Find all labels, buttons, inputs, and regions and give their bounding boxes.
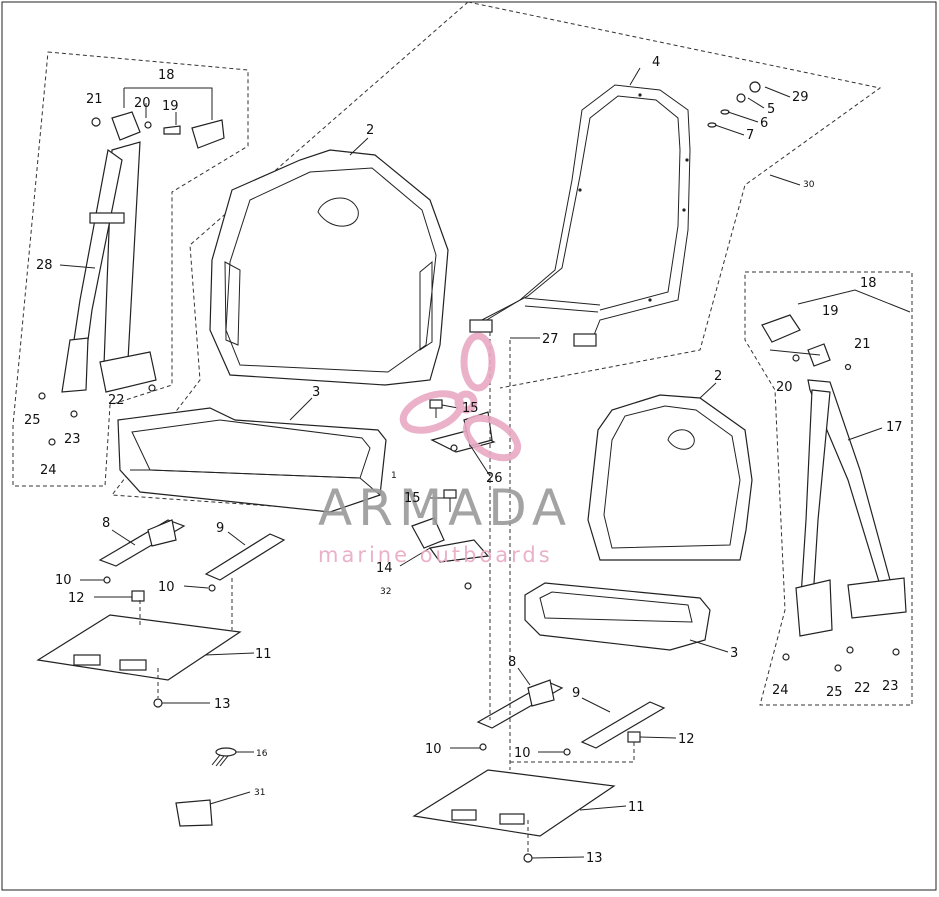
armada-propeller-logo xyxy=(399,332,522,462)
callout-19-left: 19 xyxy=(162,99,179,114)
callout-18-left: 18 xyxy=(158,68,175,83)
callout-27: 27 xyxy=(542,332,559,347)
callout-23-left: 23 xyxy=(64,432,81,447)
right-seat-belt xyxy=(761,314,907,672)
callout-5: 5 xyxy=(767,102,775,117)
callout-20-left: 20 xyxy=(134,96,151,111)
callout-26: 26 xyxy=(486,471,503,486)
callout-8-right: 8 xyxy=(508,655,516,670)
callout-4: 4 xyxy=(652,55,660,70)
callout-20-right: 20 xyxy=(776,380,793,395)
callout-11-right: 11 xyxy=(628,800,645,815)
callout-10-b: 10 xyxy=(158,580,175,595)
callout-1: 1 xyxy=(391,471,397,481)
callout-15-b: 15 xyxy=(404,491,421,506)
callout-2-left: 2 xyxy=(366,123,374,138)
seat-cushion-left xyxy=(117,407,387,513)
callout-31: 31 xyxy=(254,788,265,798)
callout-10-c: 10 xyxy=(425,742,442,757)
callout-12-right: 12 xyxy=(678,732,695,747)
callout-28: 28 xyxy=(36,258,53,273)
right-mounting xyxy=(412,679,666,863)
callout-24-right: 24 xyxy=(772,683,789,698)
callout-10-d: 10 xyxy=(514,746,531,761)
misc-parts xyxy=(175,747,237,827)
group-boundary-right-belt xyxy=(744,271,913,706)
callout-32: 32 xyxy=(380,587,391,597)
callout-24-left: 24 xyxy=(40,463,57,478)
callout-30: 30 xyxy=(803,180,815,190)
watermark-tagline: marine outboards xyxy=(318,543,553,567)
callout-3-right: 3 xyxy=(730,646,738,661)
seat-back-left xyxy=(209,149,449,386)
armada-watermark: ARMADA marine outboards xyxy=(318,332,572,567)
seat-back-frame xyxy=(469,84,691,347)
watermark-brand: ARMADA xyxy=(318,479,572,537)
seat-cushion-right xyxy=(524,582,711,651)
callout-21-left: 21 xyxy=(86,92,103,107)
callout-9-right: 9 xyxy=(572,686,580,701)
callout-13-right: 13 xyxy=(586,851,603,866)
callout-19-right: 19 xyxy=(822,304,839,319)
callout-14: 14 xyxy=(376,561,393,576)
callout-9-left: 9 xyxy=(216,521,224,536)
left-mounting xyxy=(36,519,286,708)
callout-22-right: 22 xyxy=(854,681,871,696)
callout-23-right: 23 xyxy=(882,679,899,694)
callout-18-right: 18 xyxy=(860,276,877,291)
callout-25-right: 25 xyxy=(826,685,843,700)
seat-back-right xyxy=(587,394,753,561)
callout-6: 6 xyxy=(760,116,768,131)
callout-2-right: 2 xyxy=(714,369,722,384)
callout-11-left: 11 xyxy=(255,647,272,662)
callout-29: 29 xyxy=(792,90,809,105)
group-boundary-seat-frame xyxy=(111,1,882,511)
left-seat-belt xyxy=(38,111,225,446)
callout-10-a: 10 xyxy=(55,573,72,588)
callout-3-left: 3 xyxy=(312,385,320,400)
callout-labels: 1 2 2 3 3 4 5 6 7 8 8 9 9 10 10 10 10 11… xyxy=(24,55,903,866)
callout-7: 7 xyxy=(746,128,754,143)
callout-15-a: 15 xyxy=(462,401,479,416)
callout-12-left: 12 xyxy=(68,591,85,606)
callout-21-right: 21 xyxy=(854,337,871,352)
callout-13-left: 13 xyxy=(214,697,231,712)
leader-lines xyxy=(59,67,883,859)
callout-25-left: 25 xyxy=(24,413,41,428)
callout-16: 16 xyxy=(256,749,268,759)
callout-8-left: 8 xyxy=(102,516,110,531)
group-boundary-left-belt xyxy=(12,51,249,487)
callout-22-left: 22 xyxy=(108,393,125,408)
frame-hardware xyxy=(707,81,761,128)
callout-17: 17 xyxy=(886,420,903,435)
